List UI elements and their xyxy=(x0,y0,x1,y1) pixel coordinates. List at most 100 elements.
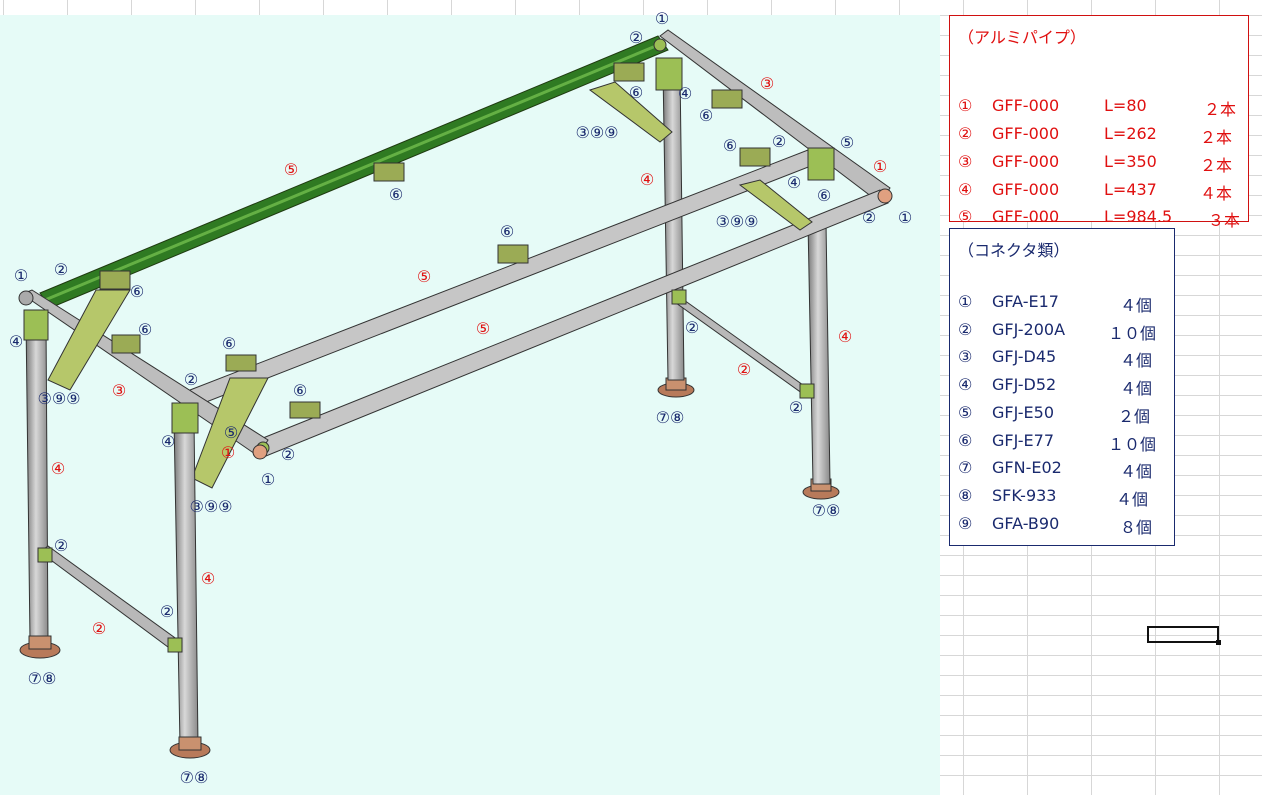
connector-num: ⑧ xyxy=(958,486,973,505)
pipe-qty: ３本 xyxy=(1208,211,1241,230)
pipe-num: ③ xyxy=(958,152,973,171)
part-label: ⑥ xyxy=(293,381,307,400)
connector-num: ① xyxy=(958,292,973,311)
part-label: ⑥ xyxy=(723,136,737,155)
part-label: ④ xyxy=(201,569,215,588)
pipe-qty: ２本 xyxy=(1204,100,1237,119)
part-label: ① xyxy=(873,157,887,176)
pipe-qty: ４本 xyxy=(1200,184,1233,203)
foot-front-left xyxy=(19,635,61,659)
part-label: ⑥ xyxy=(629,83,643,102)
connector-code: GFJ-D52 xyxy=(992,375,1057,394)
part-label: ⑥ xyxy=(130,282,144,301)
pipe-length: L=80 xyxy=(1104,96,1147,115)
fill-handle[interactable] xyxy=(1216,640,1221,645)
part-label: ③ xyxy=(760,74,774,93)
pipe-code: GFF-000 xyxy=(992,152,1060,171)
pipe-code: GFF-000 xyxy=(992,180,1060,199)
pipe-code: GFF-000 xyxy=(992,207,1060,226)
selected-cell[interactable] xyxy=(1147,626,1221,645)
part-label: ② xyxy=(862,208,876,227)
connector-code: GFA-B90 xyxy=(992,514,1060,533)
connector-code: GFJ-E50 xyxy=(992,403,1054,422)
pipe-code: GFF-000 xyxy=(992,96,1060,115)
part-label: ② xyxy=(54,260,68,279)
part-label: ⑤ xyxy=(224,423,238,442)
part-label: ② xyxy=(92,619,106,638)
connector-list-panel: （コネクタ類） ① GFA-E17 ４個 ② GFJ-200A １０個 ③ GF… xyxy=(949,228,1175,546)
part-label: ① xyxy=(261,470,275,489)
brackets xyxy=(47,62,813,489)
part-label: ③⑨⑨ xyxy=(37,389,80,408)
foot-front-right xyxy=(169,736,211,759)
part-label: ④ xyxy=(678,84,692,103)
part-label: ③⑨⑨ xyxy=(189,497,232,516)
connector-num: ③ xyxy=(958,347,973,366)
connector-list-title: （コネクタ類） xyxy=(958,241,1070,260)
pipe-qty: ２本 xyxy=(1200,128,1233,147)
connector-code: SFK-933 xyxy=(992,486,1057,505)
part-label: ⑥ xyxy=(389,185,403,204)
part-label: ② xyxy=(737,360,751,379)
connector-qty: １０個 xyxy=(1108,324,1157,343)
connector-qty: ４個 xyxy=(1120,351,1153,370)
pipe-num: ① xyxy=(958,96,973,115)
part-label: ⑤ xyxy=(840,133,854,152)
part-label: ④ xyxy=(787,173,801,192)
connector-code: GFJ-E77 xyxy=(992,431,1054,450)
part-label: ④ xyxy=(161,432,175,451)
connector-code: GFJ-200A xyxy=(992,320,1066,339)
connector-num: ④ xyxy=(958,375,973,394)
part-label: ③⑨⑨ xyxy=(715,212,758,231)
part-label: ① xyxy=(14,266,28,285)
connector-qty: １０個 xyxy=(1108,435,1157,454)
connector-num: ⑨ xyxy=(958,514,973,533)
pipe-length: L=350 xyxy=(1104,152,1157,171)
part-label: ⑤ xyxy=(284,160,298,179)
pipe-code: GFF-000 xyxy=(992,124,1060,143)
pipe-num: ② xyxy=(958,124,973,143)
part-label: ⑥ xyxy=(699,106,713,125)
connector-qty: ４個 xyxy=(1120,462,1153,481)
part-label: ⑦⑧ xyxy=(812,501,841,520)
part-label: ⑥ xyxy=(138,320,152,339)
part-label: ④ xyxy=(838,327,852,346)
joints xyxy=(23,38,835,653)
pipe-qty: ２本 xyxy=(1200,156,1233,175)
part-label: ① xyxy=(655,9,669,28)
pipe-length: L=262 xyxy=(1104,124,1157,143)
part-label: ② xyxy=(772,132,786,151)
part-label: ⑦⑧ xyxy=(656,408,685,427)
part-label: ④ xyxy=(51,459,65,478)
connector-qty: ８個 xyxy=(1120,518,1153,537)
part-label: ① xyxy=(221,443,235,462)
connector-qty: ４個 xyxy=(1120,296,1153,315)
pipe-rail-right-lower xyxy=(675,291,811,397)
part-label: ② xyxy=(281,445,295,464)
pipe-middle-beam xyxy=(189,149,817,407)
part-label: ③⑨⑨ xyxy=(575,123,618,142)
pipe-rail-left-lower xyxy=(39,545,179,651)
connector-code: GFN-E02 xyxy=(992,458,1062,477)
part-label: ⑤ xyxy=(476,319,490,338)
part-label: ③ xyxy=(112,381,126,400)
pipe-num: ④ xyxy=(958,180,973,199)
part-label: ⑥ xyxy=(817,186,831,205)
part-label: ⑤ xyxy=(417,267,431,286)
part-label: ⑦⑧ xyxy=(180,768,209,787)
part-label: ② xyxy=(685,318,699,337)
connector-qty: ２個 xyxy=(1118,407,1151,426)
connector-num: ⑦ xyxy=(958,458,973,477)
pipe-list-panel: （アルミパイプ） ① GFF-000 L=80 ２本 ② GFF-000 L=2… xyxy=(949,15,1249,230)
part-label: ① xyxy=(898,208,912,227)
part-label: ② xyxy=(54,536,68,555)
pipe-length: L=437 xyxy=(1104,180,1157,199)
connector-code: GFA-E17 xyxy=(992,292,1059,311)
part-label: ⑥ xyxy=(500,222,514,241)
part-label: ② xyxy=(160,602,174,621)
part-label: ④ xyxy=(640,170,654,189)
connector-code: GFJ-D45 xyxy=(992,347,1057,366)
foot-back-left xyxy=(657,377,695,398)
